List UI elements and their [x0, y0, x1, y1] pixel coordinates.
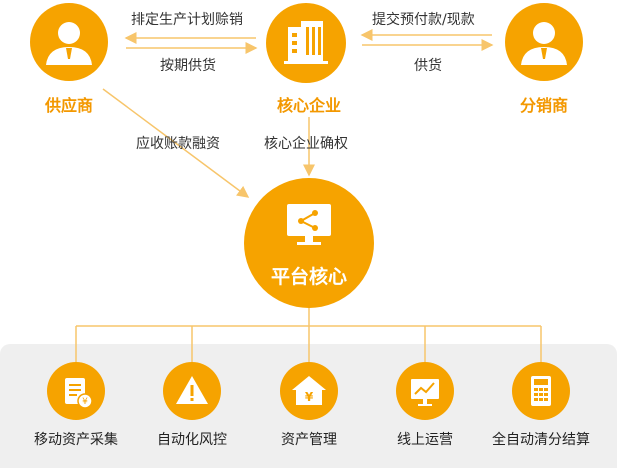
trend-chart-icon [411, 379, 439, 406]
feature-label-4: 线上运营 [397, 432, 453, 448]
edge-label-core-to-platform: 核心企业确权 [264, 136, 348, 152]
feature-label-5: 全自动清分结算 [492, 432, 590, 448]
svg-text:¥: ¥ [305, 390, 314, 404]
feature-label-2: 自动化风控 [157, 432, 227, 448]
building-icon [284, 21, 328, 64]
svg-text:¥: ¥ [82, 397, 88, 407]
feature-asset-management-icon: ¥ [280, 362, 338, 420]
arrow-supplier-to-platform [102, 88, 250, 198]
person-icon [521, 22, 567, 65]
feature-online-operations-icon [396, 362, 454, 420]
core-enterprise-node [266, 3, 346, 83]
monitor-share-icon [287, 204, 331, 245]
platform-core-node [244, 178, 374, 308]
edge-label-core-to-distributor: 供货 [414, 58, 442, 74]
feature-label-3: 资产管理 [281, 432, 337, 448]
supplier-label: 供应商 [44, 96, 93, 115]
feature-auto-risk-control-icon [163, 362, 221, 420]
distributor-label: 分销商 [519, 96, 568, 115]
feature-auto-settlement-icon [512, 362, 570, 420]
platform-core-label: 平台核心 [270, 266, 347, 288]
feature-label-1: 移动资产采集 [34, 432, 118, 448]
document-yen-icon: ¥ [65, 378, 93, 409]
edge-label-supplier-to-core: 按期供货 [160, 58, 216, 74]
edge-label-supplier-to-platform: 应收账款融资 [136, 136, 220, 152]
distributor-node [505, 3, 583, 81]
supplier-node [30, 3, 108, 81]
edge-label-distributor-to-core: 提交预付款/现款 [372, 12, 475, 28]
person-icon [46, 22, 92, 65]
house-yen-icon: ¥ [292, 376, 326, 405]
edge-label-core-to-supplier: 排定生产计划赊销 [131, 12, 243, 28]
core-enterprise-label: 核心企业 [276, 96, 341, 115]
calculator-icon [531, 376, 551, 406]
warning-icon [176, 376, 208, 404]
feature-mobile-asset-collection-icon: ¥ [47, 362, 105, 420]
